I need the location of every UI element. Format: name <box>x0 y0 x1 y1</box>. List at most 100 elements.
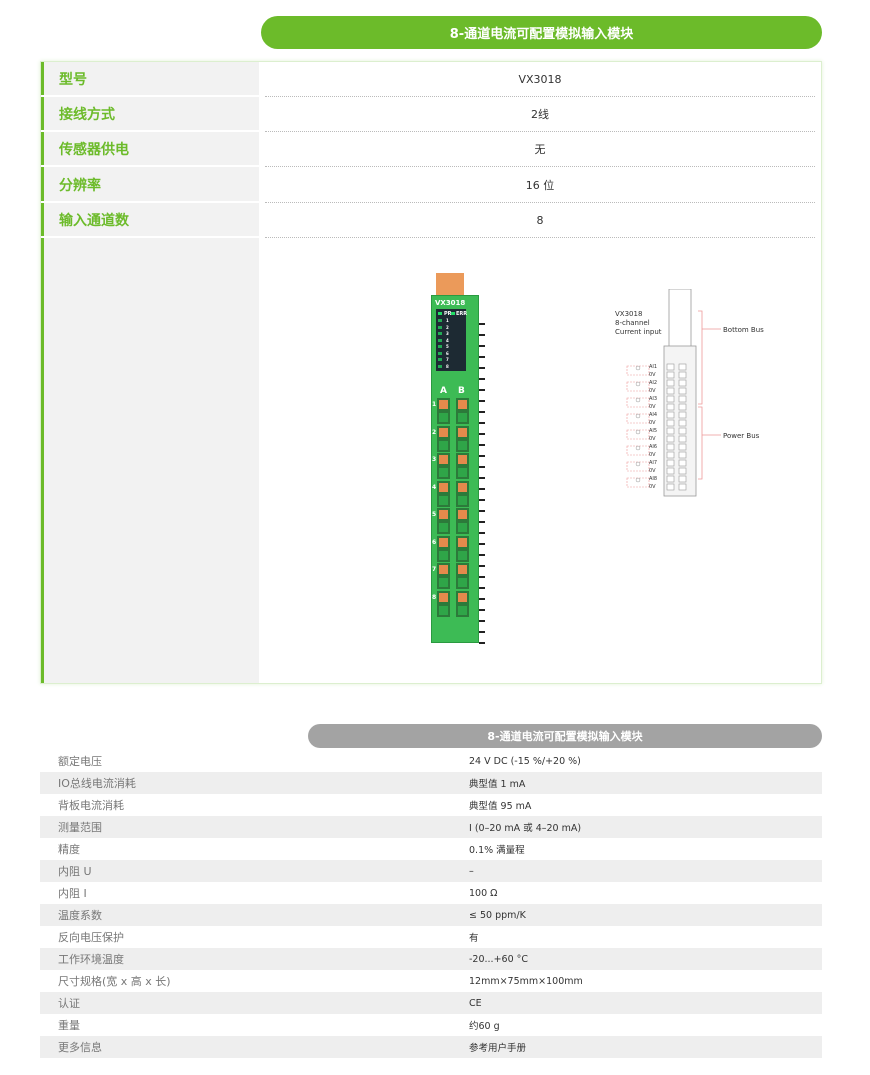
terminal-b <box>456 453 469 466</box>
spec-label: 工作环境温度 <box>58 953 124 966</box>
spec-value: -20...+60 °C <box>469 953 529 965</box>
module-title-banner: 8-通道电流可配置模拟输入模块 <box>261 16 822 49</box>
bus-pin <box>479 543 485 545</box>
spec-label: 尺寸规格(宽 x 高 x 长) <box>58 975 171 988</box>
orange-connector <box>436 273 464 297</box>
led-pr <box>438 312 442 315</box>
terminal-release-a <box>437 548 450 562</box>
bus-pin <box>479 444 485 446</box>
led-err <box>451 312 455 315</box>
bus-pin <box>479 367 485 369</box>
terminal-b <box>456 480 469 494</box>
bus-pin <box>479 620 485 622</box>
terminal-release-b <box>456 493 469 507</box>
spec-value: 有 <box>469 933 479 944</box>
diagram-pin-label: AI1 <box>649 364 658 370</box>
bus-pin <box>479 598 485 600</box>
spec-row: 重量约60 g <box>40 1014 822 1036</box>
diagram-pin-label: AI5 <box>649 428 658 434</box>
led-indicator <box>438 345 442 348</box>
bus-pin <box>479 433 485 435</box>
spec-value: 0.1% 满量程 <box>469 845 525 856</box>
summary-label: 输入通道数 <box>41 203 259 238</box>
summary-label: 传感器供电 <box>41 132 259 167</box>
channel-number: 6 <box>432 538 437 546</box>
diagram-pin-label: 0V <box>649 452 656 458</box>
spec-value: CE <box>469 997 482 1009</box>
terminal-a <box>437 425 450 439</box>
terminal-a <box>437 563 450 576</box>
spec-value: 12mm×75mm×100mm <box>469 975 583 987</box>
diagram-input-text: Current input <box>615 328 662 336</box>
bus-pin <box>479 565 485 567</box>
terminal-b <box>456 535 469 549</box>
terminal-release-a <box>437 438 450 452</box>
diagram-pin-label: 0V <box>649 436 656 442</box>
bus-pin <box>479 532 485 534</box>
terminal-release-b <box>456 411 469 424</box>
terminal-release-b <box>456 548 469 562</box>
channel-number: 1 <box>432 401 437 408</box>
summary-label: 型号 <box>41 62 259 97</box>
spec-label: 背板电流消耗 <box>58 799 124 812</box>
diagram-pin-label: AI6 <box>649 444 658 450</box>
spec-value: 24 V DC (-15 %/+20 %) <box>469 755 581 767</box>
spec-label: 反向电压保护 <box>58 931 124 944</box>
spec-value: 100 Ω <box>469 887 498 899</box>
spec-label: 重量 <box>58 1019 80 1032</box>
diagram-channel-text: 8-channel <box>615 319 650 327</box>
bus-pin <box>479 521 485 523</box>
terminal-release-a <box>437 493 450 507</box>
diagram-pin-label: AI8 <box>649 476 658 482</box>
diagram-model: VX3018 <box>615 310 643 318</box>
bus-pin <box>479 466 485 468</box>
channel-number: 7 <box>432 566 437 573</box>
module-title: 8-通道电流可配置模拟输入模块 <box>449 27 634 42</box>
power-bus-label: Power Bus <box>723 432 760 440</box>
spec-label: 精度 <box>58 843 80 856</box>
summary-value: 8 <box>265 203 815 238</box>
terminal-b <box>456 508 469 521</box>
specs-title: 8-通道电流可配置模拟输入模块 <box>487 730 643 743</box>
summary-value: VX3018 <box>265 62 815 97</box>
led-indicator <box>438 325 442 329</box>
terminal-b <box>456 398 469 411</box>
spec-row: 工作环境温度 -20...+60 °C <box>40 948 822 970</box>
led-indicator <box>438 319 442 322</box>
bus-pin <box>479 510 485 512</box>
spec-row: 精度 0.1% 满量程 <box>40 838 822 860</box>
bus-pin <box>479 356 485 358</box>
terminal-a <box>437 480 450 494</box>
diagram-pin-label: 0V <box>649 388 656 394</box>
spec-label: 内阻 U <box>58 865 92 878</box>
diagram-pin-label: 0V <box>649 484 656 490</box>
bus-pin <box>479 411 485 413</box>
led-indicator <box>438 364 442 368</box>
spec-label: 温度系数 <box>58 909 102 922</box>
led-label: 8 <box>446 363 449 369</box>
bus-pin <box>479 576 485 578</box>
terminal-b <box>456 563 469 576</box>
bottom-bus-label: Bottom Bus <box>723 326 764 334</box>
spec-row: IO总线电流消耗典型值 1 mA <box>40 772 822 794</box>
spec-row: 尺寸规格(宽 x 高 x 长) 12mm×75mm×100mm <box>40 970 822 992</box>
bus-pin <box>479 389 485 391</box>
channel-number: 3 <box>432 456 437 463</box>
led-label: 1 <box>446 318 449 323</box>
diagram-pin-label: AI4 <box>649 412 658 418</box>
bus-pin <box>479 631 485 633</box>
bus-pin <box>479 488 485 490</box>
diagram-pin-label: 0V <box>649 468 656 474</box>
channel-number: 4 <box>432 483 437 491</box>
led-label: 4 <box>446 337 449 343</box>
specs-title-banner: 8-通道电流可配置模拟输入模块 <box>308 724 822 748</box>
spec-value: ≤ 50 ppm/K <box>469 909 526 921</box>
terminal-a <box>437 590 450 604</box>
terminal-a <box>437 535 450 549</box>
bus-pin <box>479 455 485 457</box>
terminal-a <box>437 508 450 521</box>
bus-pin <box>479 323 485 325</box>
